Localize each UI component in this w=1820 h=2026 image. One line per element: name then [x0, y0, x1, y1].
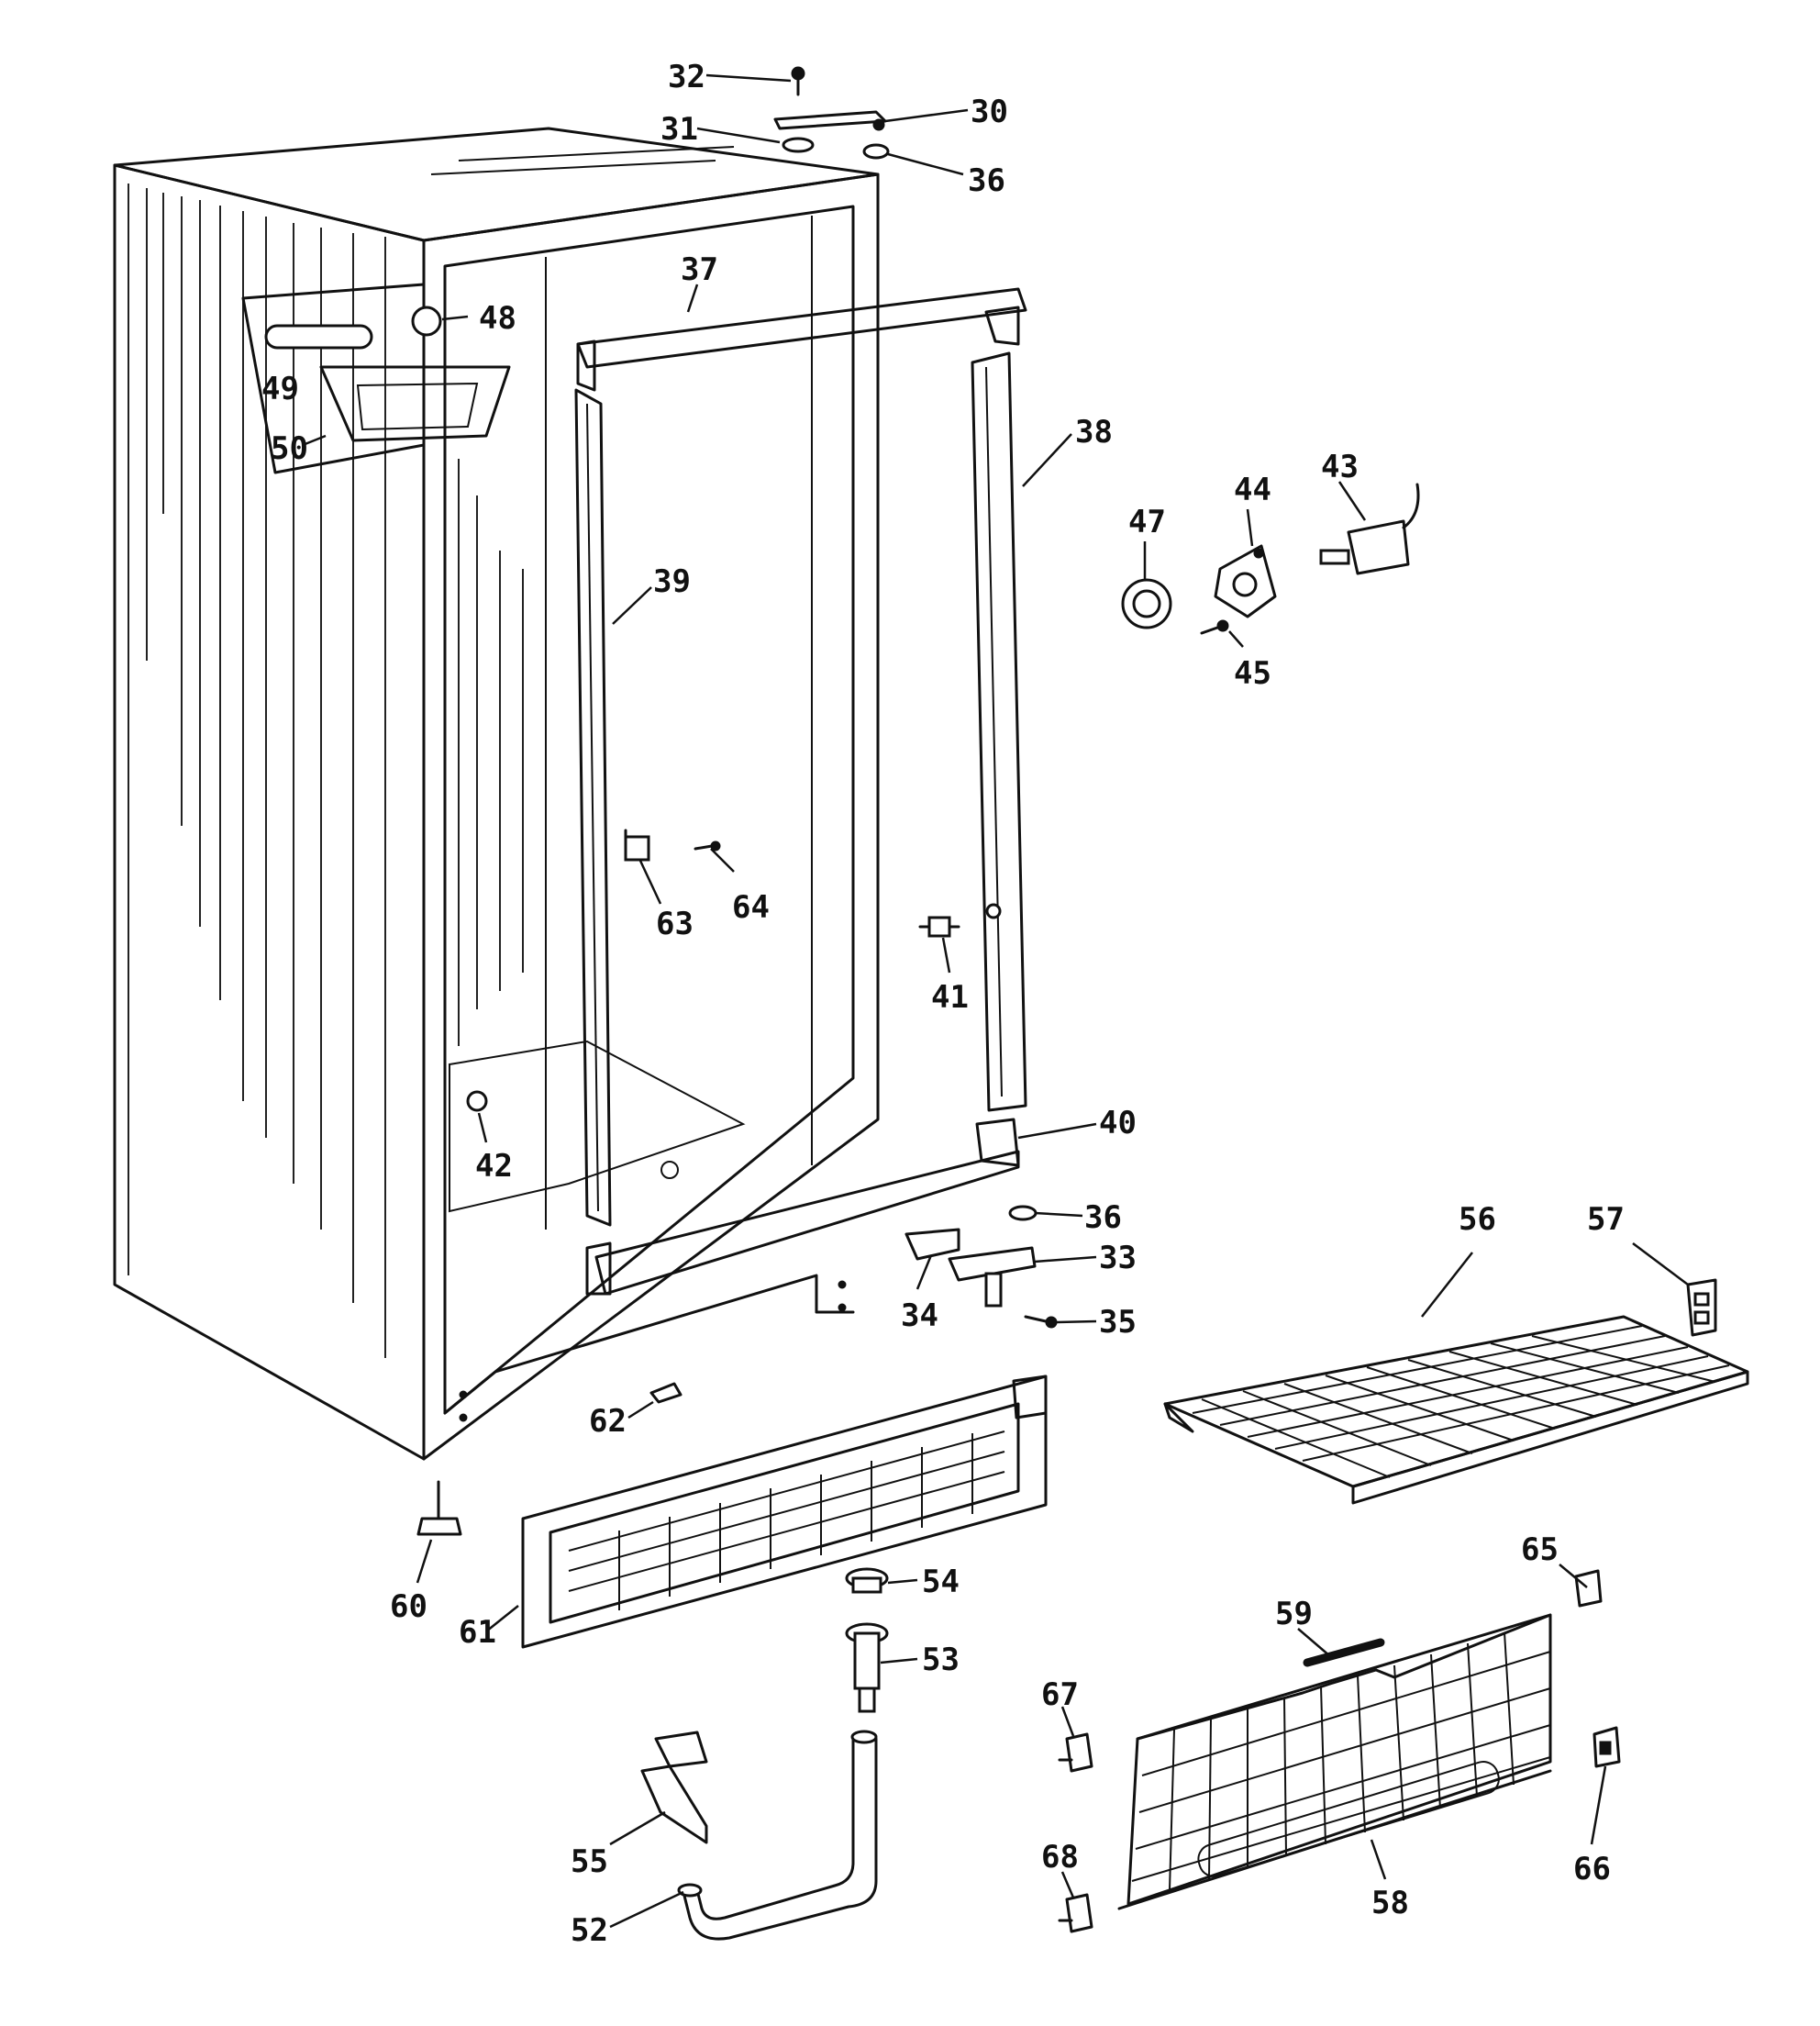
callout-48: 48	[479, 300, 516, 337]
clip-66	[1592, 1726, 1621, 1768]
trim-bottom-40	[585, 1118, 1020, 1296]
shim-31	[782, 137, 815, 153]
clip-68	[1058, 1893, 1093, 1933]
callout-63: 63	[656, 906, 694, 942]
pin-62	[649, 1382, 682, 1404]
callout-32: 32	[668, 59, 705, 95]
callout-42: 42	[475, 1148, 513, 1185]
callout-67: 67	[1041, 1676, 1079, 1713]
drain-tube-52	[677, 1730, 878, 1941]
thermostat-43	[1319, 483, 1420, 575]
socket-48	[411, 306, 442, 337]
callout-41: 41	[931, 979, 969, 1016]
callout-43: 43	[1321, 449, 1359, 485]
callout-44: 44	[1234, 472, 1271, 508]
leveling-leg-60	[416, 1480, 462, 1536]
callout-49: 49	[261, 371, 299, 407]
callout-60: 60	[390, 1588, 427, 1625]
light-shield-50	[319, 365, 511, 442]
hinge-30	[773, 110, 887, 130]
callout-62: 62	[589, 1403, 627, 1440]
callout-36-bottom: 36	[1084, 1199, 1122, 1236]
callout-55: 55	[571, 1843, 608, 1880]
callout-36-top: 36	[968, 162, 1005, 199]
light-bulb-49	[264, 324, 373, 350]
trim-right-38	[971, 351, 1027, 1112]
screw-64	[694, 840, 721, 852]
trim-left-39	[574, 388, 612, 1227]
callout-37: 37	[681, 251, 718, 288]
callout-58: 58	[1371, 1885, 1409, 1921]
callout-56: 56	[1459, 1201, 1496, 1238]
cap-54	[845, 1567, 889, 1594]
callout-35: 35	[1099, 1304, 1137, 1341]
callout-38: 38	[1075, 414, 1113, 451]
plug-42	[466, 1090, 488, 1112]
wire-shelf-56	[1163, 1315, 1749, 1505]
callout-45: 45	[1234, 655, 1271, 692]
shim-34	[904, 1228, 960, 1261]
callout-47: 47	[1128, 504, 1166, 540]
callout-34: 34	[901, 1297, 938, 1334]
bracket-44	[1214, 544, 1277, 618]
cabinet-body	[113, 127, 880, 1461]
callout-39: 39	[653, 563, 691, 600]
base-grille-61	[521, 1375, 1048, 1649]
door-stop-41	[918, 916, 960, 938]
clip-67	[1058, 1732, 1093, 1773]
leader-lines	[302, 73, 1689, 1929]
screw-32	[791, 66, 805, 96]
drain-bracket-55	[640, 1731, 708, 1844]
callout-64: 64	[732, 889, 770, 926]
callout-53: 53	[922, 1642, 960, 1678]
wire-basket-58	[1117, 1613, 1552, 1910]
callout-65: 65	[1521, 1531, 1559, 1568]
callout-57: 57	[1587, 1201, 1625, 1238]
screw-35	[1024, 1315, 1058, 1329]
drain-fitting-53	[845, 1622, 889, 1713]
callout-33: 33	[1099, 1240, 1137, 1276]
callout-labels: 32 30 31 36 37 38 39 40 41 42 43 44 45 4…	[261, 59, 1625, 1949]
shelf-support-57	[1686, 1278, 1717, 1337]
clip-63	[624, 829, 650, 862]
callout-66: 66	[1573, 1851, 1611, 1887]
washer-36a	[862, 143, 890, 160]
callout-68: 68	[1041, 1839, 1079, 1876]
callout-54: 54	[922, 1564, 960, 1600]
callout-52: 52	[571, 1912, 608, 1949]
control-housing	[241, 283, 511, 474]
callout-30: 30	[971, 94, 1008, 130]
handle-59	[1303, 1638, 1385, 1667]
callout-50: 50	[271, 430, 308, 467]
callout-59: 59	[1275, 1596, 1313, 1632]
callout-40: 40	[1099, 1105, 1137, 1141]
clip-65	[1574, 1569, 1603, 1608]
callout-31: 31	[660, 111, 698, 148]
hinge-33	[948, 1246, 1037, 1282]
top-hinge-group	[773, 66, 890, 160]
trim-top-37	[576, 287, 1027, 392]
callout-61: 61	[459, 1614, 496, 1651]
washer-36b	[1008, 1205, 1038, 1221]
screw-45	[1200, 619, 1229, 635]
knob-47	[1121, 578, 1172, 629]
